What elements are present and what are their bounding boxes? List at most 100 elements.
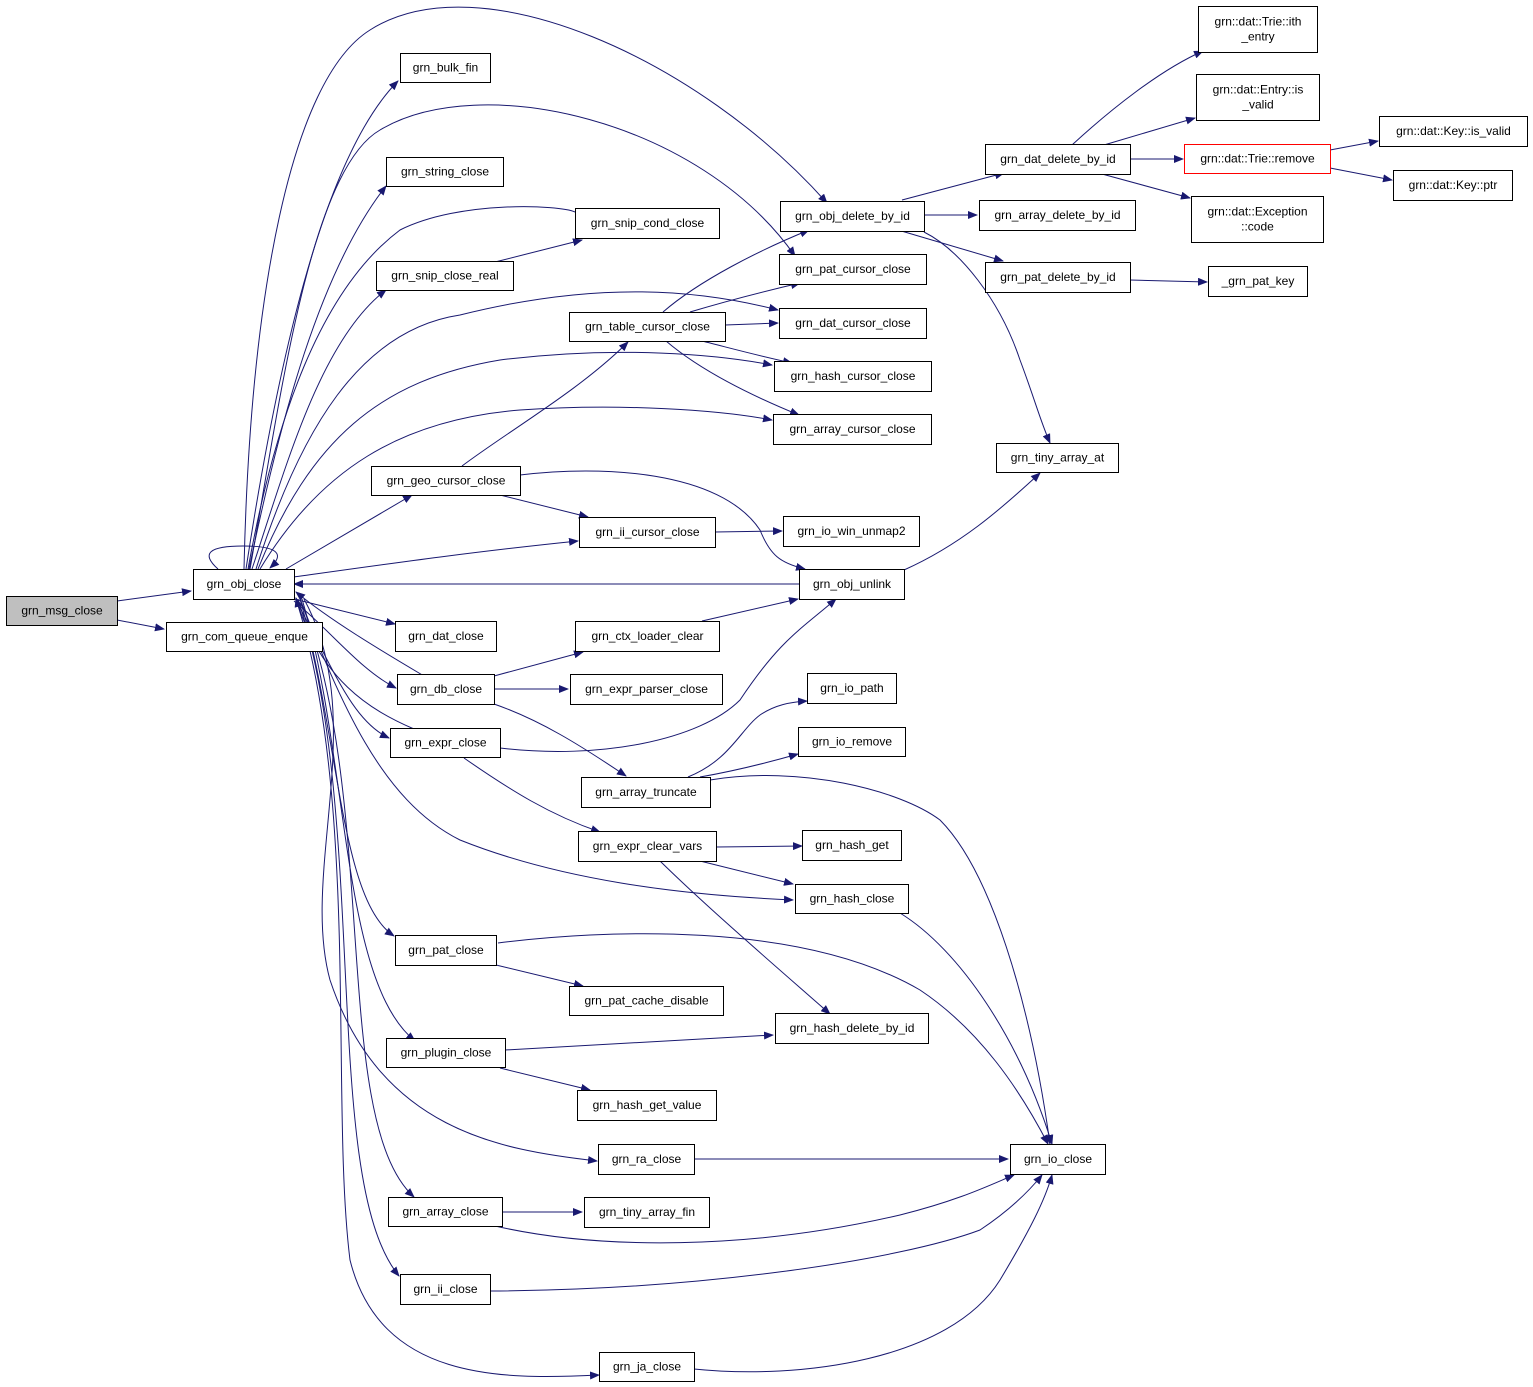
node-grn-hash-get-value[interactable]: grn_hash_get_value	[577, 1090, 717, 1121]
node-box	[390, 728, 501, 758]
node-box	[1184, 144, 1331, 174]
node-grn-msg-close[interactable]: grn_msg_close	[6, 596, 118, 626]
node-box	[985, 262, 1131, 293]
node-trie-remove[interactable]: grn::dat::Trie::remove	[1184, 144, 1331, 174]
node-box	[780, 201, 925, 232]
node-grn-ja-close[interactable]: grn_ja_close	[599, 1352, 695, 1382]
node-grn-tiny-array-at[interactable]: grn_tiny_array_at	[996, 443, 1119, 473]
node-grn-ii-close[interactable]: grn_ii_close	[400, 1274, 491, 1305]
edge-ii-close-to-io-close	[489, 1174, 1043, 1292]
node-grn-obj-delete-by-id[interactable]: grn_obj_delete_by_id	[780, 201, 925, 232]
node-label: grn_pat_delete_by_id	[1000, 270, 1115, 284]
node-grn-io-path[interactable]: grn_io_path	[807, 673, 897, 704]
node-box	[584, 1197, 710, 1228]
node-grn-io-win-unmap2[interactable]: grn_io_win_unmap2	[783, 516, 920, 547]
node-box	[795, 884, 909, 914]
node-label: grn_string_close	[401, 165, 489, 179]
node-box	[996, 443, 1119, 473]
node-grn-hash-get[interactable]: grn_hash_get	[802, 830, 902, 861]
edge-obj-close-to-obj-delete-by-id	[243, 6, 828, 570]
node-grn-obj-unlink[interactable]: grn_obj_unlink	[799, 569, 905, 600]
node-grn-io-close[interactable]: grn_io_close	[1010, 1144, 1106, 1175]
node-grn-obj-close[interactable]: grn_obj_close	[193, 569, 295, 600]
node-grn-plugin-close[interactable]: grn_plugin_close	[386, 1038, 506, 1068]
node-label: grn::dat::Key::is_valid	[1396, 124, 1511, 138]
node-trie-ith-entry[interactable]: grn::dat::Trie::ith_entry	[1198, 6, 1318, 53]
node-label: grn_array_close	[402, 1205, 488, 1219]
edge-obj-close-to-snip-cond-close	[247, 206, 576, 570]
node-grn-hash-close[interactable]: grn_hash_close	[795, 884, 909, 914]
node-entry-is-valid[interactable]: grn::dat::Entry::is_valid	[1196, 74, 1320, 121]
edge-obj-close-to-ra-close	[303, 598, 598, 1164]
node-grn-expr-parser-close[interactable]: grn_expr_parser_close	[570, 674, 723, 705]
node-label: grn_tiny_array_at	[1011, 451, 1105, 465]
edge-obj-close-to-hash-close	[299, 598, 794, 904]
node-box	[599, 1352, 695, 1382]
edge-expr-clear-vars-to-hash-get	[715, 842, 803, 851]
node-grn-hash-delete-by-id[interactable]: grn_hash_delete_by_id	[775, 1013, 929, 1044]
node-label: grn_table_cursor_close	[585, 320, 710, 334]
node-box	[569, 312, 726, 342]
edge-obj-close-to-string-close	[248, 185, 387, 570]
node-grn-hash-cursor-close[interactable]: grn_hash_cursor_close	[774, 361, 932, 392]
node-box	[397, 674, 495, 705]
node-label: grn_hash_delete_by_id	[790, 1021, 915, 1035]
node-grn-string-close[interactable]: grn_string_close	[386, 157, 504, 187]
node-grn-ctx-loader-clear[interactable]: grn_ctx_loader_clear	[575, 621, 720, 652]
node-key-ptr[interactable]: grn::dat::Key::ptr	[1393, 170, 1513, 201]
node-box	[985, 144, 1131, 175]
node-grn-snip-cond-close[interactable]: grn_snip_cond_close	[575, 208, 720, 239]
node-grn-dat-cursor-close[interactable]: grn_dat_cursor_close	[779, 308, 927, 339]
node-grn-table-cursor-close[interactable]: grn_table_cursor_close	[569, 312, 726, 342]
edge-pat-close-to-pat-cache-disable	[495, 964, 584, 988]
node-grn-dat-delete-by-id[interactable]: grn_dat_delete_by_id	[985, 144, 1131, 175]
node-label: grn_tiny_array_fin	[599, 1205, 695, 1219]
node-grn-array-cursor-close[interactable]: grn_array_cursor_close	[773, 414, 932, 445]
node-label: grn_expr_close	[404, 736, 486, 750]
node-grn-pat-close[interactable]: grn_pat_close	[395, 935, 497, 966]
node-grn-array-close[interactable]: grn_array_close	[388, 1197, 503, 1227]
node-exception-code[interactable]: grn::dat::Exception::code	[1191, 196, 1324, 243]
node-grn-pat-delete-by-id[interactable]: grn_pat_delete_by_id	[985, 262, 1131, 293]
edge-obj-close-to-dat-cursor-close	[255, 291, 779, 570]
node-grn-db-close[interactable]: grn_db_close	[397, 674, 495, 705]
node-grn-geo-cursor-close[interactable]: grn_geo_cursor_close	[371, 466, 521, 496]
node-grn-com-queue-enque[interactable]: grn_com_queue_enque	[166, 622, 323, 652]
node-grn-pat-cursor-close[interactable]: grn_pat_cursor_close	[779, 254, 927, 285]
node-grn-ii-cursor-close[interactable]: grn_ii_cursor_close	[579, 517, 716, 548]
node-grn-snip-close-real[interactable]: grn_snip_close_real	[376, 261, 514, 291]
node-box	[388, 1197, 503, 1227]
node-grn-array-delete-by-id[interactable]: grn_array_delete_by_id	[979, 200, 1136, 231]
edge-obj-close-to-array-close	[299, 598, 415, 1198]
node-label: grn_ja_close	[613, 1360, 681, 1374]
edge-expr-close-to-obj-unlink	[499, 598, 837, 752]
edge-array-close-to-io-close	[494, 1174, 1015, 1244]
edge-db-close-to-ctx-loader-clear	[493, 650, 584, 677]
node-box	[400, 1274, 491, 1305]
node-label: grn_snip_cond_close	[591, 216, 705, 230]
edge-array-truncate-to-io-close	[709, 775, 1053, 1145]
edge-obj-close-to-pat-close	[299, 598, 395, 937]
node-grn-pat-cache-disable[interactable]: grn_pat_cache_disable	[569, 986, 724, 1016]
node-grn-bulk-fin[interactable]: grn_bulk_fin	[400, 53, 491, 83]
node-grn-tiny-array-fin[interactable]: grn_tiny_array_fin	[584, 1197, 710, 1228]
edge-obj-unlink-to-tiny-array-at	[903, 472, 1041, 571]
node-label: _grn_pat_key	[1221, 274, 1295, 288]
node-label: grn::dat::Trie::ith	[1215, 15, 1302, 29]
edge-pat-delete-by-id-to-grn-pat-key	[1129, 277, 1208, 286]
node-grn-io-remove[interactable]: grn_io_remove	[798, 727, 906, 757]
node-grn-dat-close[interactable]: grn_dat_close	[395, 621, 497, 652]
edge-obj-close-self-loop	[208, 545, 280, 570]
node-grn-array-truncate[interactable]: grn_array_truncate	[581, 777, 711, 808]
node-key-is-valid[interactable]: grn::dat::Key::is_valid	[1379, 116, 1528, 147]
node-label: grn_hash_get_value	[593, 1098, 702, 1112]
node-grn-pat-key[interactable]: _grn_pat_key	[1208, 266, 1308, 297]
node-grn-expr-close[interactable]: grn_expr_close	[390, 728, 501, 758]
node-grn-ra-close[interactable]: grn_ra_close	[598, 1144, 695, 1175]
node-label: grn::dat::Key::ptr	[1409, 178, 1498, 192]
edge-trie-remove-to-key-is-valid	[1329, 138, 1379, 151]
node-box	[773, 414, 932, 445]
node-box	[400, 53, 491, 83]
node-box	[979, 200, 1136, 231]
node-grn-expr-clear-vars[interactable]: grn_expr_clear_vars	[578, 831, 717, 862]
